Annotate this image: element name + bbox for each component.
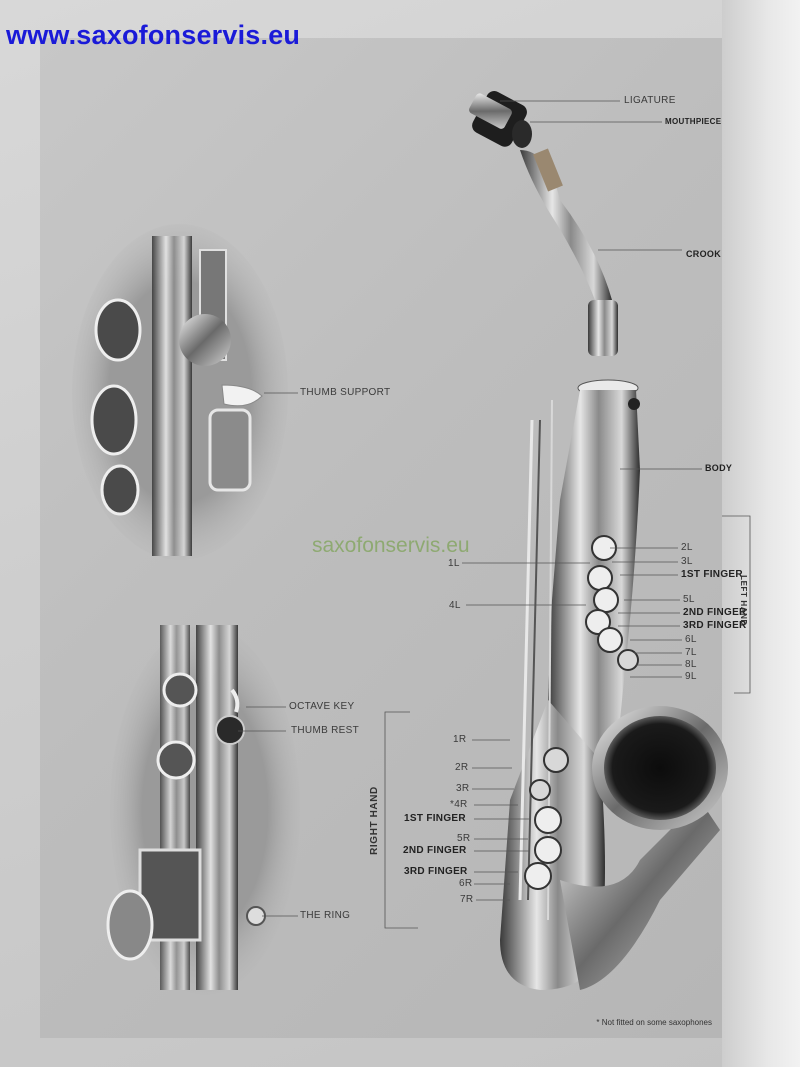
footnote: * Not fitted on some saxophones bbox=[596, 1018, 712, 1027]
label-9l: 9L bbox=[685, 671, 697, 682]
label-4l: 4L bbox=[449, 600, 461, 611]
watermark-text: saxofonservis.eu bbox=[312, 534, 470, 557]
label-7l: 7L bbox=[685, 647, 697, 658]
thumb-support-detail-photo bbox=[72, 224, 288, 560]
crook-part bbox=[520, 148, 618, 356]
label-thumb-support: THUMB SUPPORT bbox=[300, 387, 391, 398]
label-1l: 1L bbox=[448, 558, 460, 569]
octave-key-detail-photo bbox=[106, 625, 300, 995]
site-url[interactable]: www.saxofonservis.eu bbox=[6, 20, 301, 50]
mouthpiece-assembly bbox=[469, 91, 532, 148]
label-7r: 7R bbox=[460, 894, 474, 905]
label-1st-finger-right: 1ST FINGER bbox=[404, 813, 466, 824]
label-crook: CROOK bbox=[686, 249, 721, 259]
page-edge bbox=[722, 0, 800, 1067]
label-8l: 8L bbox=[685, 659, 697, 670]
label-left-hand: LEFT HAND bbox=[738, 575, 748, 626]
label-the-ring: THE RING bbox=[300, 910, 351, 921]
label-2l: 2L bbox=[681, 542, 693, 553]
leader-lines bbox=[238, 100, 751, 929]
label-ligature: LIGATURE bbox=[624, 95, 676, 106]
label-6l: 6L bbox=[685, 634, 697, 645]
label-3l: 3L bbox=[681, 556, 693, 567]
label-2nd-finger-right: 2ND FINGER bbox=[403, 845, 467, 856]
label-5l: 5L bbox=[683, 594, 695, 605]
label-2nd-finger-left: 2ND FINGER bbox=[683, 607, 747, 618]
label-thumb-rest: THUMB REST bbox=[291, 725, 359, 736]
label-1st-finger-left: 1ST FINGER bbox=[681, 569, 743, 580]
label-octave-key: OCTAVE KEY bbox=[289, 701, 355, 712]
label-6r: 6R bbox=[459, 878, 473, 889]
label-3rd-finger-right: 3RD FINGER bbox=[404, 866, 468, 877]
label-5r: 5R bbox=[457, 833, 471, 844]
label-1r: 1R bbox=[453, 734, 467, 745]
label-4r: *4R bbox=[450, 799, 468, 810]
label-2r: 2R bbox=[455, 762, 469, 773]
label-mouthpiece: MOUTHPIECE bbox=[665, 117, 722, 126]
label-right-hand: RIGHT HAND bbox=[368, 786, 380, 855]
saxophone-body-part bbox=[500, 379, 728, 990]
label-3r: 3R bbox=[456, 783, 470, 794]
label-body: BODY bbox=[705, 463, 733, 473]
label-3rd-finger-left: 3RD FINGER bbox=[683, 620, 747, 631]
